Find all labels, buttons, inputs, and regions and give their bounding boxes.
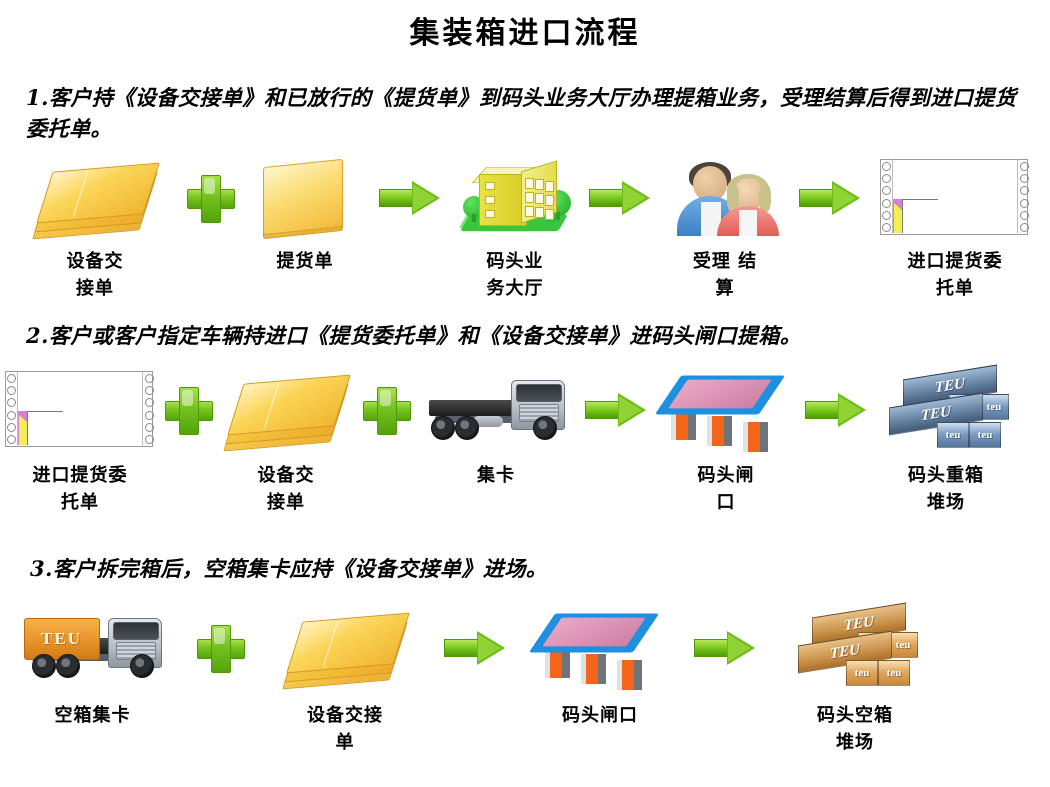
paper-stack-icon [282,600,410,695]
container-label-small: teu [888,631,918,658]
node-equipment-handover-note-3[interactable]: 设备交接 单 [260,600,430,756]
node-label: 受理 结 算 [692,251,758,299]
node-label: 设备交 接单 [257,465,315,513]
page-title: 集装箱进口流程 [409,16,641,51]
paper-stack-icon [32,155,160,241]
container-label-small: teu [878,659,910,686]
node-label: 设备交接 单 [307,705,383,753]
multipart-form-icon [5,365,155,455]
plus-icon [180,155,240,241]
step-1-description: 1.客户持《设备交接单》和已放行的《提货单》到码头业务大厅办理提箱业务，受理结算… [26,85,1017,141]
node-empty-container-truck[interactable]: TEU 空箱集卡 [5,600,180,729]
flow-row-3: TEU 空箱集卡 设备交接 单 [0,600,1050,756]
node-terminal-service-hall[interactable]: 码头业 务大厅 [450,155,580,302]
arrow-right-icon [580,155,660,241]
terminal-gate-icon [654,365,790,455]
node-label: 码头业 务大厅 [486,251,544,299]
node-equipment-handover-note-1[interactable]: 设备交 接单 [10,155,180,302]
node-label: 集卡 [477,465,515,486]
node-label: 提货单 [276,251,334,272]
node-label: 进口提货委 托单 [32,465,128,513]
truck-container-label: TEU [41,628,82,648]
node-container-truck[interactable]: 集卡 [416,365,576,489]
step-2-description: 2.客户或客户指定车辆持进口《提货委托单》和《设备交接单》进码头闸口提箱。 [26,323,802,348]
loaded-container-stack-icon: TEU teu teu TEU teu teu [883,364,1009,455]
plus-icon [356,365,416,455]
flow-row-2: 进口提货委 托单 设备交 接单 [0,364,1050,516]
paper-stack-icon [223,365,351,455]
node-label: 码头重箱 堆场 [908,465,984,513]
office-building-icon [458,155,571,241]
container-label-small: teu [969,422,1001,448]
container-label-small: teu [979,394,1009,420]
node-label: 码头空箱 堆场 [817,705,893,753]
node-equipment-handover-note-2[interactable]: 设备交 接单 [216,365,356,516]
node-label: 码头闸 口 [697,465,755,513]
node-acceptance-settlement[interactable]: 受理 结 算 [660,155,790,302]
step-3-description: 3.客户拆完箱后，空箱集卡应持《设备交接单》进场。 [30,556,548,581]
arrow-right-icon [790,155,870,241]
node-import-delivery-authorization-2[interactable]: 进口提货委 托单 [0,365,160,516]
node-laden-container-yard[interactable]: TEU teu teu TEU teu teu 码头重箱 堆场 [876,364,1016,516]
empty-container-stack-icon: TEU teu teu TEU teu teu [792,600,918,695]
container-label-small: teu [846,659,878,686]
node-empty-container-yard[interactable]: TEU teu teu TEU teu teu 码头空箱 堆场 [770,600,940,756]
node-terminal-gate-2[interactable]: 码头闸口 [520,600,680,729]
flow-row-1: 设备交 接单 提货单 [0,155,1050,302]
arrow-right-icon [796,365,876,455]
node-label: 进口提货委 托单 [907,251,1003,299]
container-label-small: teu [937,422,969,448]
plus-icon [180,600,260,695]
arrow-right-icon [680,600,770,695]
node-label: 设备交 接单 [66,251,124,299]
two-people-icon [667,155,783,241]
arrow-right-icon [430,600,520,695]
empty-container-truck-icon: TEU [18,600,168,695]
plus-icon [160,365,216,455]
node-delivery-order[interactable]: 提货单 [240,155,370,275]
node-label: 空箱集卡 [54,705,131,726]
node-import-delivery-authorization-1[interactable]: 进口提货委 托单 [870,155,1040,302]
terminal-gate-icon [528,600,664,695]
node-terminal-gate-1[interactable]: 码头闸 口 [654,365,796,516]
document-card-icon [259,155,351,241]
arrow-right-icon [370,155,450,241]
multipart-form-icon [880,155,1030,241]
node-label: 码头闸口 [562,705,638,726]
container-truck-icon [421,365,571,455]
arrow-right-icon [576,365,656,455]
